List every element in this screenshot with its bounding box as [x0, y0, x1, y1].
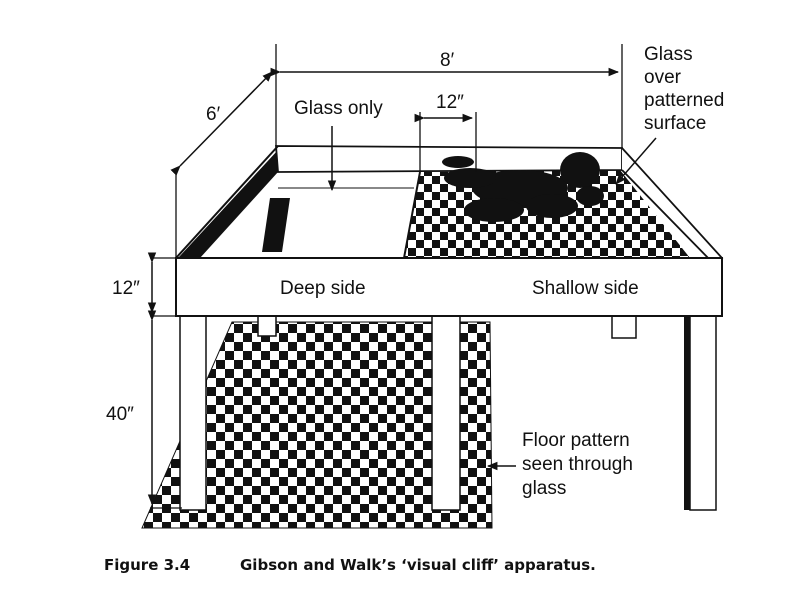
label-glass-patterned-1: Glass	[644, 44, 693, 65]
front-leg-left	[179, 315, 207, 511]
deep-side-glass	[178, 172, 420, 258]
label-glass-patterned-4: surface	[644, 113, 706, 134]
infant-silhouette	[442, 152, 604, 222]
label-floor-pattern-1: Floor pattern	[522, 430, 630, 451]
back-leg-right	[611, 313, 637, 339]
label-deep-side: Deep side	[280, 278, 366, 299]
figure-number: Figure 3.4	[104, 556, 190, 574]
dim-length-label: 8′	[440, 50, 455, 71]
dim-width-arrow	[170, 71, 273, 176]
table-front-skirt	[175, 257, 723, 317]
label-glass-patterned-3: patterned	[644, 90, 724, 111]
front-leg-middle	[431, 315, 461, 511]
dim-leg-label: 40″	[106, 404, 134, 425]
front-leg-right-shadow	[684, 316, 690, 510]
label-floor-pattern-2: seen through	[522, 454, 633, 475]
back-leg-left	[257, 313, 277, 337]
dim-depth-label: 12″	[112, 278, 140, 299]
figure-caption: Gibson and Walk’s ‘visual cliff’ apparat…	[240, 556, 596, 574]
glass-reflection	[262, 198, 290, 252]
dim-width-label: 6′	[206, 104, 221, 125]
label-shallow-side: Shallow side	[532, 278, 639, 299]
label-glass-patterned-2: over	[644, 67, 682, 88]
floor-pattern	[141, 321, 493, 529]
glass-patterned-pointer	[615, 137, 657, 185]
deep-side-inner-wall	[178, 150, 278, 258]
label-glass-only: Glass only	[294, 98, 383, 119]
label-floor-pattern-3: glass	[522, 478, 566, 499]
dim-square-label: 12″	[436, 92, 464, 113]
front-leg-right	[689, 315, 717, 511]
deep-side-edge	[403, 171, 421, 259]
